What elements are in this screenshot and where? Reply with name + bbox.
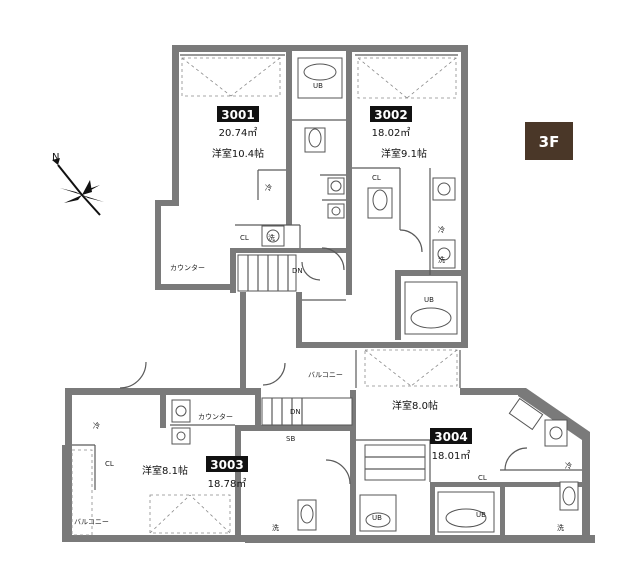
floor-badge [525, 122, 573, 160]
unit-number: 3004 [434, 430, 467, 444]
fridge-label: 冷 [265, 183, 272, 192]
dashed-storage-marks [71, 57, 458, 536]
closet-label: CL [372, 174, 381, 182]
closet-label: CL [240, 234, 249, 242]
north-arrow-icon [52, 158, 104, 216]
fridge-label: 冷 [565, 461, 572, 470]
unit-area: 18.02㎡ [372, 127, 411, 139]
fixtures [171, 57, 579, 533]
bath-label: UB [476, 511, 486, 519]
fixture-tags: カウンター カウンター DN DN バルコニー バルコニー CL CL CL C… [74, 82, 572, 532]
fridge-label: 冷 [93, 421, 100, 430]
washer-label: 洗 [557, 523, 564, 532]
unit-3003-label: 3003 18.78㎡ 洋室8.1帖 [142, 456, 248, 490]
floor-label: 3F [539, 133, 560, 151]
unit-3004-label: 3004 18.01㎡ 洋室8.0帖 [392, 399, 472, 462]
balcony-label: バルコニー [74, 518, 109, 526]
bath-label: UB [372, 514, 382, 522]
unit-3002-label: 3002 18.02㎡ 洋室9.1帖 [370, 106, 427, 160]
room-size: 洋室8.1帖 [142, 464, 188, 477]
unit-3001-label: 3001 20.74㎡ 洋室10.4帖 [212, 106, 264, 160]
down-label: DN [292, 267, 303, 275]
stairs [237, 254, 426, 481]
washer-label: 洗 [272, 523, 279, 532]
unit-area: 18.01㎡ [432, 450, 471, 462]
fridge-label: 冷 [438, 225, 445, 234]
interior-lines [72, 54, 582, 490]
north-label: N [52, 152, 59, 163]
room-size: 洋室8.0帖 [392, 399, 438, 412]
unit-number: 3002 [374, 108, 407, 122]
down-label: DN [290, 408, 301, 416]
exterior-walls [62, 45, 595, 543]
closet-label: CL [478, 474, 487, 482]
balcony-label: バルコニー [308, 371, 343, 379]
counter-label: カウンター [198, 412, 233, 421]
room-size: 洋室9.1帖 [381, 147, 427, 160]
washer-label: 洗 [268, 233, 275, 242]
counter-label: カウンター [170, 263, 205, 272]
bath-label: UB [424, 296, 434, 304]
closet-label: CL [105, 460, 114, 468]
room-size: 洋室10.4帖 [212, 147, 264, 160]
shoe-box-label: SB [286, 435, 295, 443]
unit-number: 3001 [221, 108, 254, 122]
unit-area: 18.78㎡ [208, 478, 247, 490]
washer-label: 洗 [438, 255, 445, 264]
bath-label: UB [313, 82, 323, 90]
unit-number: 3003 [210, 458, 243, 472]
unit-area: 20.74㎡ [219, 127, 258, 139]
